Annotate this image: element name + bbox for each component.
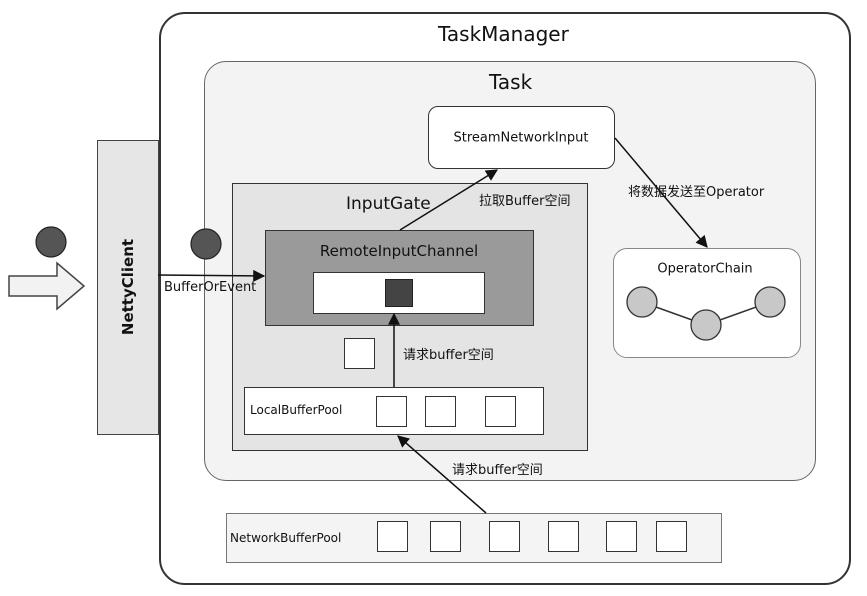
local-buffer-1: [376, 396, 407, 427]
operator-node-1: [626, 286, 658, 318]
requested-buffer: [344, 338, 375, 369]
netty-client-box: [97, 140, 159, 435]
network-buffer-3: [489, 521, 520, 552]
send-to-operator-arrow: [614, 137, 708, 248]
network-buffer-4: [548, 521, 579, 552]
request-buffer-local-label: 请求buffer空间: [403, 348, 494, 363]
network-buffer-5: [606, 521, 637, 552]
network-buffer-pool-box: [226, 513, 722, 563]
event-dot-inside: [190, 228, 222, 260]
incoming-data-arrow: [8, 261, 86, 311]
buffer-or-event-arrow: [157, 269, 266, 282]
pull-buffer-arrow: [399, 169, 499, 231]
pull-buffer-label: 拉取Buffer空间: [479, 194, 571, 209]
input-gate-title: InputGate: [346, 194, 431, 214]
stream-network-input-box: [428, 106, 615, 169]
local-buffer-pool-label: LocalBufferPool: [250, 403, 343, 417]
operator-node-3: [754, 286, 786, 318]
operator-chain-label: OperatorChain: [657, 261, 753, 277]
send-to-operator-label: 将数据发送至Operator: [628, 185, 765, 200]
network-buffer-pool-label: NetworkBufferPool: [230, 531, 342, 545]
buffer-or-event-label: BufferOrEvent: [164, 280, 257, 295]
network-buffer-2: [430, 521, 461, 552]
network-buffer-6: [656, 521, 687, 552]
local-buffer-3: [485, 396, 516, 427]
request-buffer-network-label: 请求buffer空间: [452, 463, 543, 478]
operator-node-2: [690, 309, 722, 341]
request-buffer-network-arrow: [397, 435, 487, 514]
filled-buffer-block: [385, 279, 413, 307]
task-manager-title: TaskManager: [438, 22, 569, 46]
remote-input-channel-title: RemoteInputChannel: [319, 242, 479, 260]
network-buffer-1: [377, 521, 408, 552]
stream-network-input-label: StreamNetworkInput: [453, 130, 589, 146]
task-title: Task: [489, 70, 533, 94]
event-dot-outside: [35, 226, 67, 258]
local-buffer-2: [425, 396, 456, 427]
